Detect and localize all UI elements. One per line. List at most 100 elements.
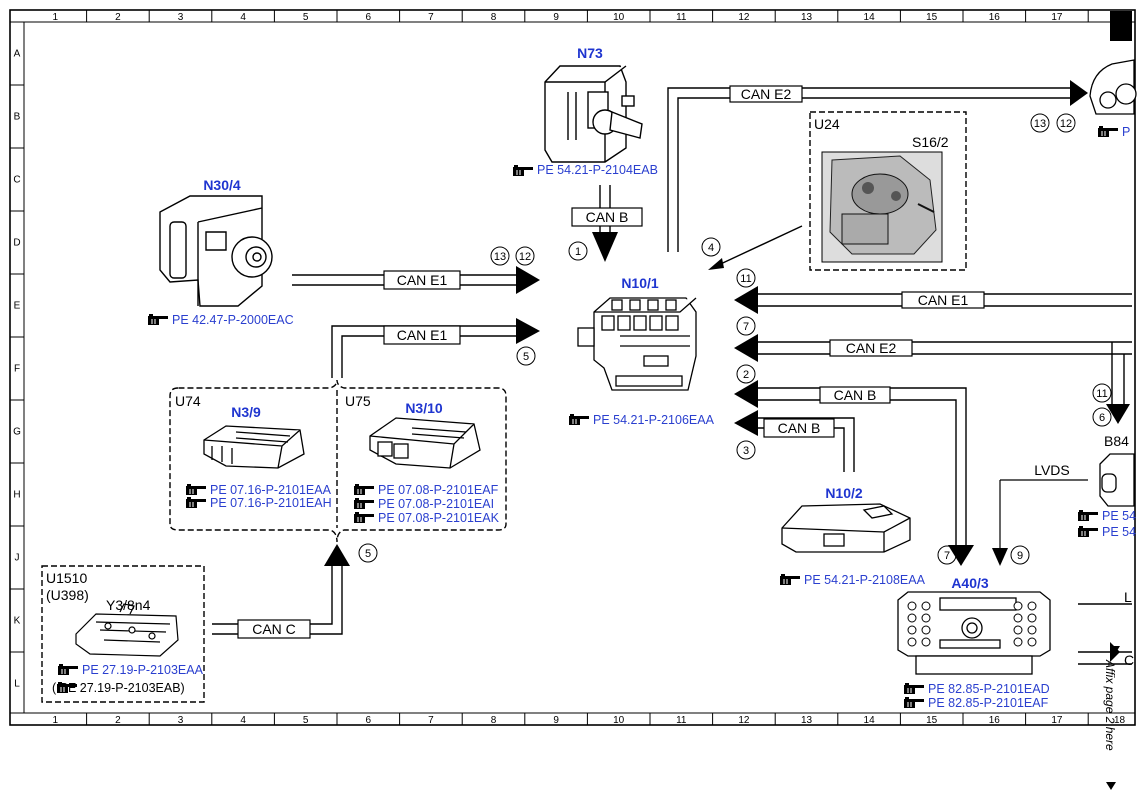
ref-n10-2[interactable]: PE 54.21-P-2108EAA bbox=[780, 573, 926, 587]
marker-1: 1 bbox=[575, 246, 581, 258]
ref-n3-10[interactable]: PE 07.08-P-2101EAF PE 07.08-P-2101EAI PE… bbox=[354, 483, 500, 525]
ref-cluster-code[interactable]: P bbox=[1122, 125, 1130, 139]
ref-a40-3-code-2[interactable]: PE 82.85-P-2101EAF bbox=[928, 696, 1049, 710]
label-u74: U74 bbox=[175, 393, 201, 409]
ref-y3-8n4-code-2[interactable]: ( PE 27.19-P-2103EAB) bbox=[52, 681, 185, 695]
ruler-row-label: D bbox=[13, 238, 20, 249]
ref-b84[interactable]: PE 54 PE 54 bbox=[1078, 509, 1136, 539]
ref-n30-4-code[interactable]: PE 42.47-P-2000EAC bbox=[172, 313, 294, 327]
ruler-column-label: 7 bbox=[428, 12, 434, 23]
reference-links: PE 54.21-P-2104EAB PE 42.47-P-2000EAC PE… bbox=[52, 125, 1136, 710]
marker-6: 6 bbox=[1099, 412, 1105, 424]
ruler-row-label: B bbox=[14, 112, 21, 123]
tag-b84: B84 bbox=[1104, 433, 1129, 449]
hand-pointer-icon bbox=[186, 484, 206, 495]
ruler-row-label: J bbox=[15, 553, 20, 564]
bus-label-can-c: CAN C bbox=[252, 621, 296, 637]
label-u1510: U1510 bbox=[46, 570, 87, 586]
marker-circles bbox=[358, 113, 1112, 565]
bus-label-lvds: LVDS bbox=[1034, 462, 1070, 478]
ecu-n3-9-illustration bbox=[203, 425, 305, 469]
ref-n30-4[interactable]: PE 42.47-P-2000EAC bbox=[148, 313, 294, 327]
ref-a40-3[interactable]: PE 82.85-P-2101EAD PE 82.85-P-2101EAF bbox=[904, 682, 1050, 710]
ruler-column-label: 8 bbox=[491, 12, 497, 23]
hand-pointer-icon bbox=[186, 497, 206, 508]
ruler-column-label: 6 bbox=[366, 12, 372, 23]
hand-pointer-icon bbox=[57, 682, 77, 693]
ref-b84-code-2[interactable]: PE 54 bbox=[1102, 525, 1136, 539]
ref-n10-2-code[interactable]: PE 54.21-P-2108EAA bbox=[804, 573, 926, 587]
ref-n3-10-code-1[interactable]: PE 07.08-P-2101EAF bbox=[378, 483, 499, 497]
ref-y3-8n4[interactable]: PE 27.19-P-2103EAA ( PE 27.19-P-2103EAB) bbox=[52, 663, 204, 695]
ruler-column-label: 12 bbox=[738, 715, 750, 726]
marker-13-cluster: 13 bbox=[1034, 118, 1046, 130]
ruler-column-label: 5 bbox=[303, 12, 309, 23]
margin-note: Affix page 2 here bbox=[1103, 659, 1117, 751]
hand-pointer-icon bbox=[1078, 526, 1098, 537]
ref-a40-3-code-1[interactable]: PE 82.85-P-2101EAD bbox=[928, 682, 1050, 696]
edge-label-l: L bbox=[1124, 589, 1132, 605]
marker-13-top: 13 bbox=[494, 251, 506, 263]
ruler-column-label: 2 bbox=[115, 12, 121, 23]
ref-b84-code-1[interactable]: PE 54 bbox=[1102, 509, 1136, 523]
u24-pointer bbox=[711, 225, 803, 269]
ruler-column-label: 11 bbox=[676, 12, 687, 23]
marker-11-b84: 11 bbox=[1096, 388, 1107, 400]
ref-n10-1[interactable]: PE 54.21-P-2106EAA bbox=[569, 413, 715, 427]
ref-n3-10-code-2[interactable]: PE 07.08-P-2101EAI bbox=[378, 497, 494, 511]
ruler-column-label: 14 bbox=[864, 12, 876, 23]
ruler-column-label: 16 bbox=[989, 12, 1001, 23]
label-u24: U24 bbox=[814, 116, 840, 132]
sheet-frame bbox=[9, 9, 1136, 726]
marker-4: 4 bbox=[708, 242, 714, 254]
hand-pointer-icon bbox=[354, 484, 374, 495]
ruler-column-label: 17 bbox=[1051, 715, 1063, 726]
ref-n10-1-code[interactable]: PE 54.21-P-2106EAA bbox=[593, 413, 715, 427]
ref-n3-10-code-3[interactable]: PE 07.08-P-2101EAK bbox=[378, 511, 500, 525]
bus-label-can-e1-right: CAN E1 bbox=[918, 292, 969, 308]
ruler-row-label: A bbox=[14, 49, 21, 60]
ref-cluster[interactable]: P bbox=[1098, 125, 1130, 139]
tag-n30-4: N30/4 bbox=[203, 177, 241, 193]
bus-label-boxes bbox=[237, 85, 985, 639]
tag-n73: N73 bbox=[577, 45, 603, 61]
ruler-column-label: 4 bbox=[240, 12, 246, 23]
ruler-column-label: 11 bbox=[676, 715, 687, 726]
ruler-row-label: F bbox=[14, 364, 20, 375]
bus-label-can-b-a40: CAN B bbox=[834, 387, 877, 403]
ruler-column-label: 7 bbox=[428, 715, 434, 726]
ruler-row-label: E bbox=[14, 301, 21, 312]
marker-2: 2 bbox=[743, 369, 749, 381]
label-y3-8n4: Y3/8n4 bbox=[106, 597, 151, 613]
bus-label-can-b-n10-2: CAN B bbox=[778, 420, 821, 436]
group-u24 bbox=[809, 111, 967, 271]
ruler-column-label: 5 bbox=[303, 715, 309, 726]
instrument-cluster-illustration bbox=[1089, 59, 1137, 115]
bus-label-can-e2-right: CAN E2 bbox=[846, 340, 897, 356]
hand-pointer-icon bbox=[513, 165, 533, 176]
module-n10-2-illustration bbox=[781, 503, 911, 553]
ref-n3-9-code-1[interactable]: PE 07.16-P-2101EAA bbox=[210, 483, 332, 497]
ruler-column-label: 3 bbox=[178, 715, 184, 726]
ruler-column-label: 6 bbox=[366, 715, 372, 726]
tag-n3-9: N3/9 bbox=[231, 404, 261, 420]
ruler-row-label: C bbox=[13, 175, 20, 186]
ref-n3-9[interactable]: PE 07.16-P-2101EAA PE 07.16-P-2101EAH bbox=[186, 483, 332, 510]
ref-y3-8n4-code-1[interactable]: PE 27.19-P-2103EAA bbox=[82, 663, 204, 677]
margin-arrow-icon bbox=[1106, 782, 1116, 790]
ref-n73-code[interactable]: PE 54.21-P-2104EAB bbox=[537, 163, 658, 177]
ruler-column-label: 4 bbox=[240, 715, 246, 726]
hand-pointer-icon bbox=[354, 498, 374, 509]
ref-n73[interactable]: PE 54.21-P-2104EAB bbox=[513, 163, 658, 177]
sam-module-illustration bbox=[577, 297, 697, 391]
ruler-column-label: 1 bbox=[53, 715, 59, 726]
tag-n3-10: N3/10 bbox=[405, 400, 443, 416]
ref-n3-9-code-2[interactable]: PE 07.16-P-2101EAH bbox=[210, 496, 332, 510]
marker-7: 7 bbox=[743, 321, 749, 333]
ruler-column-label: 2 bbox=[115, 715, 121, 726]
tag-n10-1: N10/1 bbox=[621, 275, 659, 291]
valve-body-illustration bbox=[75, 603, 179, 657]
hand-pointer-icon bbox=[780, 574, 800, 585]
